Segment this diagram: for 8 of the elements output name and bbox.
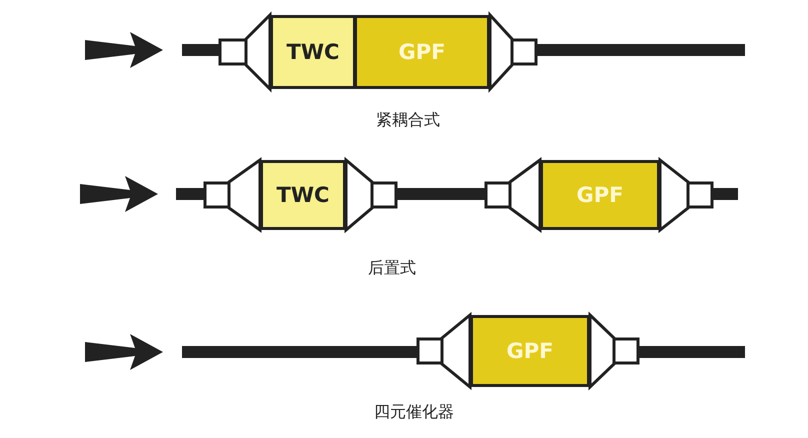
caption-text: 四元催化器 bbox=[374, 402, 454, 423]
converter-box: TWC bbox=[270, 15, 356, 89]
converter-box: GPF bbox=[470, 315, 590, 387]
caption-text: 后置式 bbox=[368, 258, 416, 279]
converter-box: TWC bbox=[260, 160, 346, 230]
caption-text: 紧耦合式 bbox=[376, 110, 440, 131]
converter-box: GPF bbox=[540, 160, 660, 230]
converter-box: GPF bbox=[354, 15, 490, 89]
